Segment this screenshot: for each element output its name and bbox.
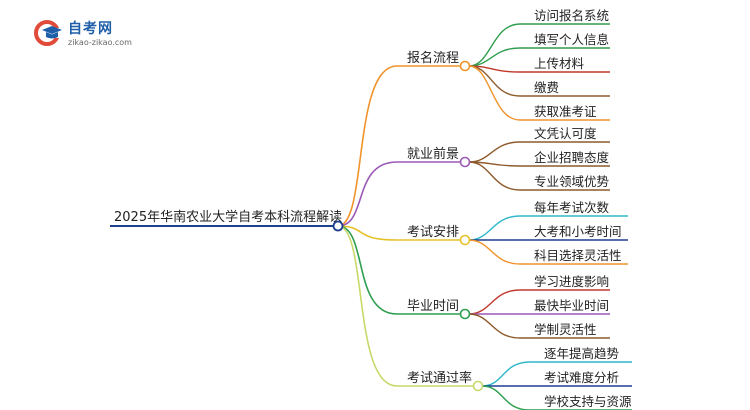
leaf-link xyxy=(468,65,521,121)
leaf-link xyxy=(468,289,521,315)
leaf-topic: 学校支持与资源 xyxy=(544,394,632,409)
logo-url: zikao-zikao.com xyxy=(68,38,132,47)
branch-link xyxy=(337,65,398,227)
leaf-topic: 学习进度影响 xyxy=(534,274,609,289)
branch-topic: 报名流程 xyxy=(407,50,459,66)
leaf-topic: 大考和小考时间 xyxy=(534,224,622,239)
branch-topic: 考试通过率 xyxy=(407,370,472,386)
logo-name: 自考网 xyxy=(68,21,113,37)
leaf-topic: 访问报名系统 xyxy=(534,8,609,23)
branch-topic: 就业前景 xyxy=(407,146,459,162)
leaf-topic: 上传材料 xyxy=(534,56,585,71)
leaf-topic: 专业领域优势 xyxy=(534,174,610,189)
root-topic: 2025年华南农业大学自考本科流程解读 xyxy=(114,209,342,225)
leaf-topic: 文凭认可度 xyxy=(534,126,597,141)
leaf-link xyxy=(468,239,521,265)
branch-topic: 毕业时间 xyxy=(407,299,459,314)
leaf-topic: 最快毕业时间 xyxy=(534,298,609,313)
site-logo[interactable]: 自考网 zikao-zikao.com xyxy=(34,18,154,52)
leaf-link xyxy=(468,215,521,241)
leaf-topic: 科目选择灵活性 xyxy=(534,248,622,263)
leaf-topic: 考试难度分析 xyxy=(544,370,619,385)
leaf-link xyxy=(468,313,521,339)
branch-node-circle xyxy=(459,60,471,72)
branch-link xyxy=(337,161,398,227)
leaf-topic: 逐年提高趋势 xyxy=(544,346,620,361)
branch-topic: 考试安排 xyxy=(407,225,459,240)
leaf-topic: 企业招聘态度 xyxy=(534,150,610,165)
leaf-topic: 学制灵活性 xyxy=(534,322,597,337)
leaf-link xyxy=(468,65,521,97)
graduation-cap-logo-icon xyxy=(34,20,64,46)
leaf-topic: 缴费 xyxy=(534,80,559,95)
leaf-topic: 填写个人信息 xyxy=(534,32,609,47)
leaf-link xyxy=(468,161,521,191)
branch-node-circle xyxy=(459,234,471,246)
leaf-link xyxy=(468,47,521,67)
root-node-circle xyxy=(332,220,344,232)
leaf-topic: 每年考试次数 xyxy=(534,200,610,215)
branch-link xyxy=(337,225,398,241)
leaf-topic: 获取准考证 xyxy=(534,104,597,119)
leaf-link xyxy=(481,385,531,410)
branch-link xyxy=(337,225,398,387)
leaf-link xyxy=(481,361,531,387)
mindmap-nodes: 2025年华南农业大学自考本科流程解读 报名流程 访问报名系统填写个人信息上传材料缴… xyxy=(114,8,632,409)
branch-node-circle xyxy=(472,380,484,392)
leaf-link xyxy=(468,141,521,163)
leaf-link xyxy=(468,23,521,67)
mindmap-links xyxy=(110,23,632,410)
branch-node-circle xyxy=(459,156,471,168)
branch-node-circle xyxy=(459,308,471,320)
branch-link xyxy=(337,225,398,315)
